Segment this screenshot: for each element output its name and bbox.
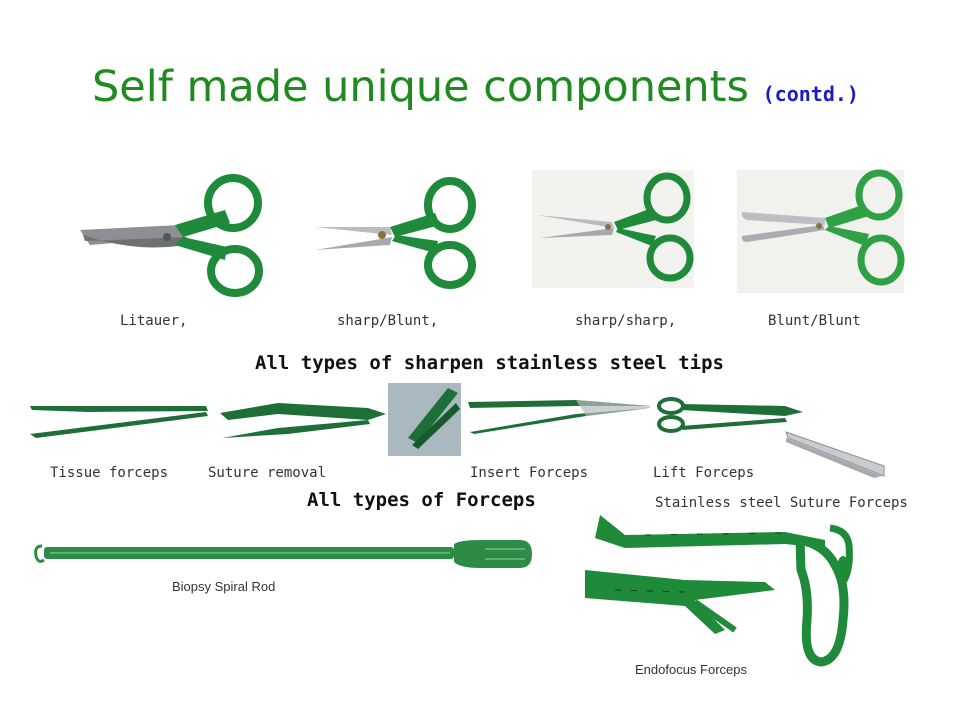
caption-lift-forceps: Lift Forceps <box>653 465 755 481</box>
endofocus-forceps-image <box>585 515 853 667</box>
lift-forceps-image <box>657 397 803 433</box>
biopsy-spiral-rod-image <box>34 540 532 568</box>
caption-sharp-sharp: sharp/sharp, <box>575 313 677 329</box>
insert-forceps-image <box>468 400 650 434</box>
sharp-sharp-scissors-image <box>532 170 694 288</box>
caption-sharp-blunt: sharp/Blunt, <box>337 313 439 329</box>
caption-tissue-forceps: Tissue forceps <box>50 465 169 481</box>
scissors-heading: All types of sharpen stainless steel tip… <box>255 352 724 374</box>
title-main: Self made unique components <box>92 62 749 112</box>
caption-blunt-blunt: Blunt/Blunt <box>768 313 861 329</box>
suture-removal-image <box>220 403 386 438</box>
forceps-heading: All types of Forceps <box>307 489 536 511</box>
caption-stainless-suture-forceps: Stainless steel Suture Forceps <box>655 495 908 511</box>
caption-insert-forceps: Insert Forceps <box>470 465 589 481</box>
sharp-blunt-scissors-image <box>315 177 476 289</box>
title-subtitle: (contd.) <box>762 82 859 106</box>
stainless-suture-forceps-image <box>785 431 885 478</box>
caption-suture-removal: Suture removal <box>208 465 327 481</box>
forceps-closeup-image <box>388 383 461 456</box>
caption-endofocus-forceps: Endofocus Forceps <box>635 662 748 677</box>
caption-biopsy-spiral-rod: Biopsy Spiral Rod <box>172 579 276 594</box>
litauer-scissors-image <box>80 174 263 297</box>
tissue-forceps-image <box>30 406 208 438</box>
caption-litauer: Litauer, <box>120 313 188 329</box>
blunt-blunt-scissors-image <box>737 169 905 293</box>
slide-title: Self made unique components (contd.) <box>92 62 859 112</box>
